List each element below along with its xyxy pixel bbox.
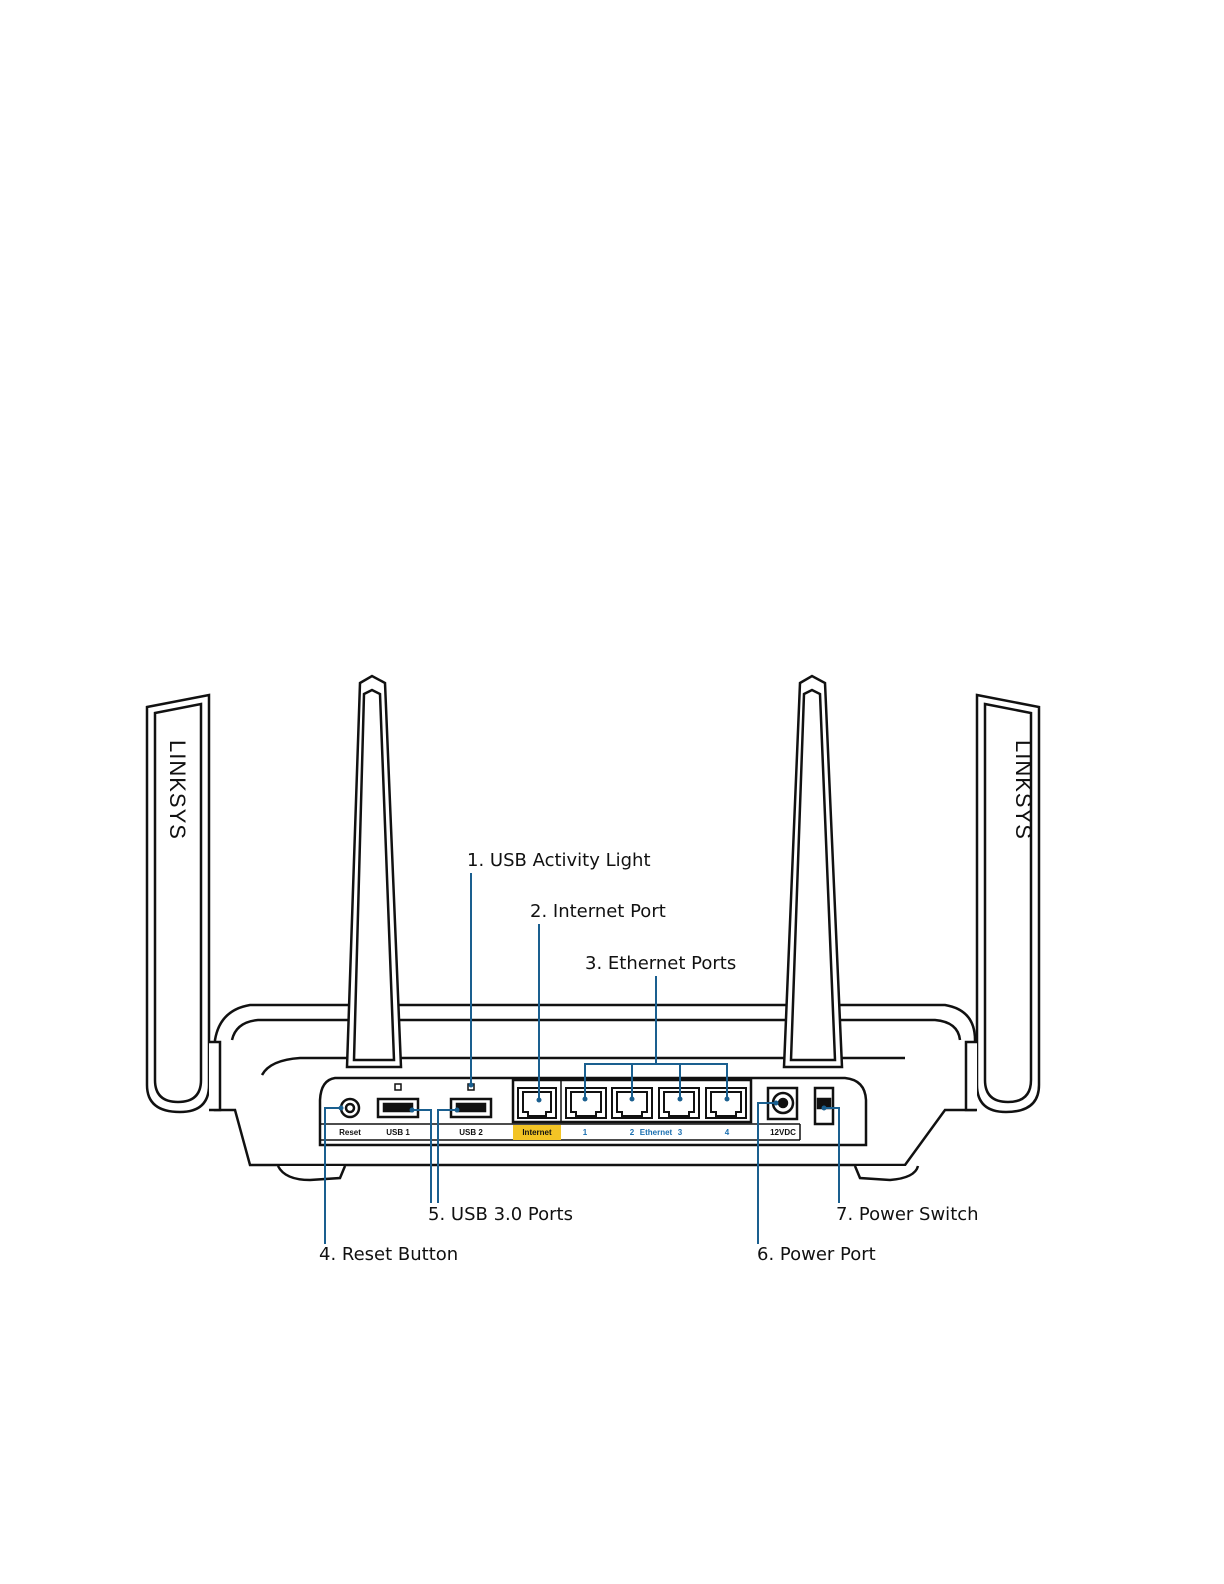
usb1-light-icon (395, 1084, 401, 1090)
internet-port (518, 1088, 556, 1118)
callout-internet-port: 2. Internet Port (530, 901, 666, 922)
port-label-usb2: USB 2 (459, 1128, 483, 1137)
port-label-power: 12VDC (770, 1128, 796, 1137)
brand-right: LINKSYS (1011, 740, 1036, 840)
port-label-eth3: 3 (678, 1128, 683, 1137)
callout-reset-button: 4. Reset Button (319, 1244, 458, 1265)
callout-usb-activity-light: 1. USB Activity Light (467, 850, 651, 871)
port-label-eth4: 4 (725, 1128, 730, 1137)
callout-power-switch: 7. Power Switch (836, 1204, 979, 1225)
brand-left: LINKSYS (165, 740, 190, 840)
port-label-eth2: 2 (630, 1128, 635, 1137)
port-label-usb1: USB 1 (386, 1128, 410, 1137)
reset-button (341, 1099, 359, 1117)
port-label-ethernet: Ethernet (640, 1128, 673, 1137)
callout-power-port: 6. Power Port (757, 1244, 876, 1265)
router-feet (278, 1166, 918, 1180)
antenna-right-tall (784, 676, 842, 1067)
antenna-left-tall (347, 676, 401, 1067)
port-label-reset: Reset (339, 1128, 361, 1137)
port-label-eth1: 1 (583, 1128, 588, 1137)
callout-usb-ports: 5. USB 3.0 Ports (428, 1204, 573, 1225)
callout-ethernet-ports: 3. Ethernet Ports (585, 953, 736, 974)
port-label-internet: Internet (522, 1128, 552, 1137)
